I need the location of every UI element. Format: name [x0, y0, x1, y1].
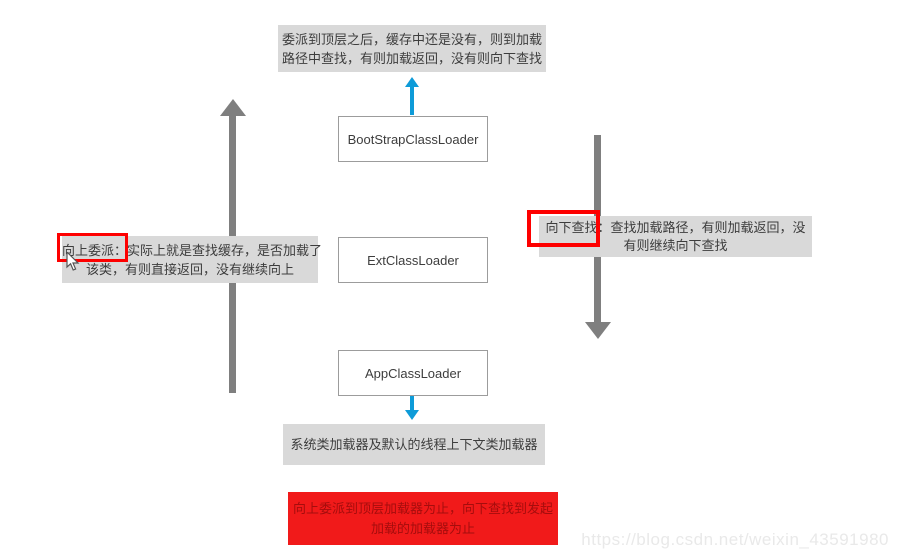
red-highlight-left [57, 233, 128, 262]
watermark: https://blog.csdn.net/weixin_43591980 [581, 530, 889, 549]
ext-classloader-box: ExtClassLoader [338, 237, 488, 283]
right-annotation-note: 向下查找：查找加载路径，有则加载返回，没 有则继续向下查找 [539, 216, 812, 257]
bootstrap-classloader-box: BootStrapClassLoader [338, 116, 488, 162]
blue-down-shaft [410, 394, 414, 411]
left-annotation-label: 向上委派： [62, 243, 128, 258]
blue-up-arrowhead-icon [405, 77, 419, 87]
blue-up-shaft [410, 86, 414, 115]
blue-down-arrowhead-icon [405, 410, 419, 420]
red-highlight-right [527, 210, 600, 247]
top-note: 委派到顶层之后，缓存中还是没有，则到加载 路径中查找，有则加载返回，没有则向下查… [278, 25, 546, 72]
left-annotation-text: 实际上就是查找缓存，是否加载了 该类，有则直接返回，没有继续向上 [85, 243, 323, 277]
up-arrowhead-icon [220, 99, 246, 116]
right-annotation-label: 向下查找 [545, 220, 598, 235]
right-annotation-text: ：查找加载路径，有则加载返回，没 有则继续向下查找 [597, 220, 806, 253]
mouse-cursor-icon [66, 252, 80, 271]
app-classloader-box: AppClassLoader [338, 350, 488, 396]
down-arrowhead-icon [585, 322, 611, 339]
conclusion-box: 向上委派到顶层加载器为止，向下查找到发起 加载的加载器为止 [288, 492, 558, 545]
bottom-note: 系统类加载器及默认的线程上下文类加载器 [283, 424, 545, 465]
